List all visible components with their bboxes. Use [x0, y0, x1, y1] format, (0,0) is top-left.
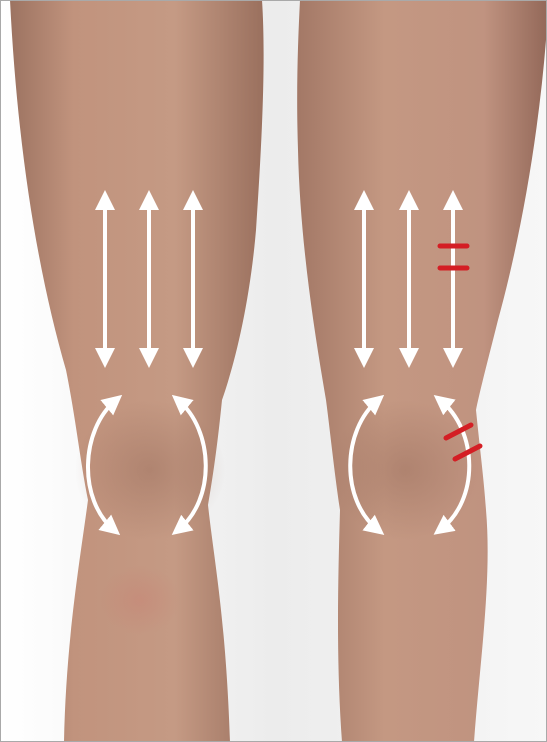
image-frame: [0, 0, 547, 742]
massage-diagram: [0, 0, 547, 742]
